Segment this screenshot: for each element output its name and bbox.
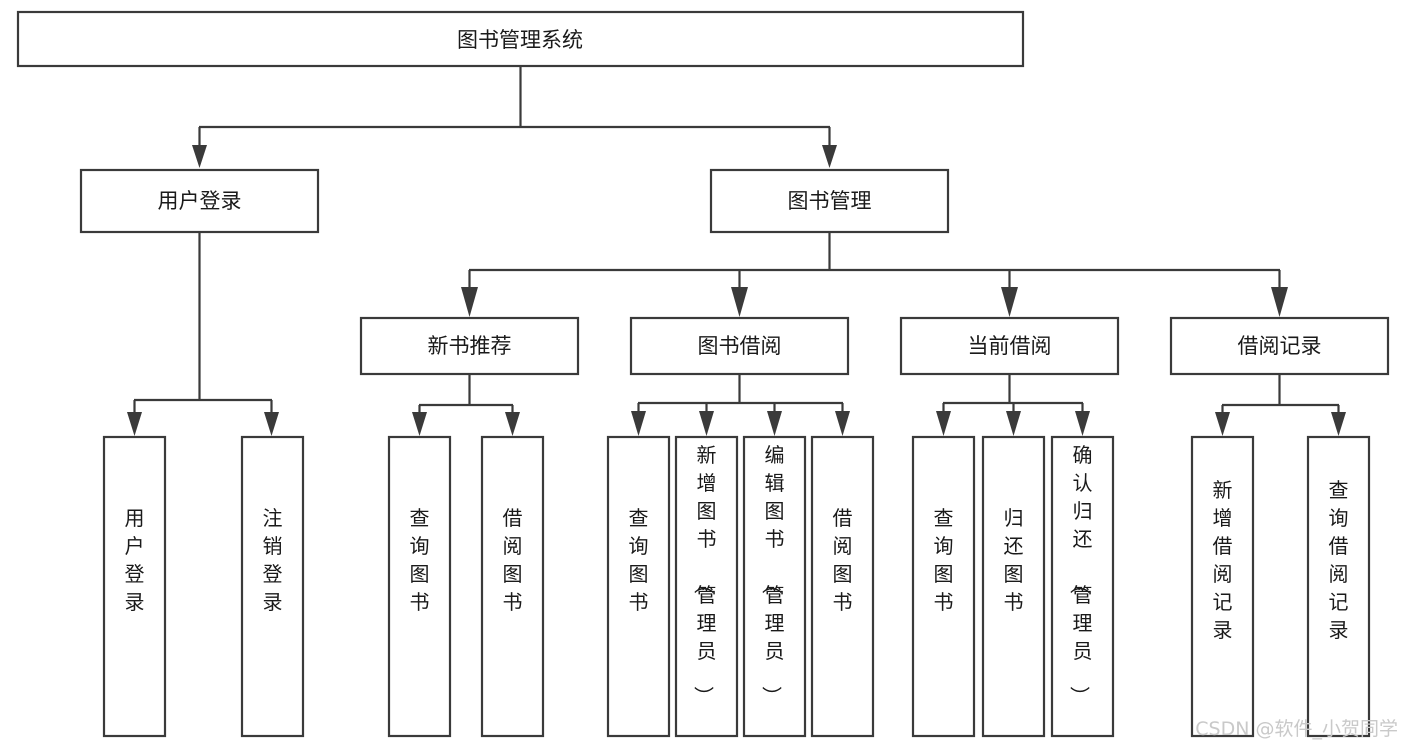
- node-borrow-record[interactable]: 借阅记录: [1169, 316, 1390, 376]
- leaf-return-book-label: 归还图书: [1004, 506, 1024, 614]
- leaf-borrow-book-2-box: [810, 435, 875, 738]
- node-user-login[interactable]: 用户登录: [79, 168, 320, 234]
- arrow-to-leaf-query-record: [1331, 412, 1346, 436]
- leaf-query-book-3[interactable]: 查询图书: [911, 435, 976, 738]
- leaf-query-book-1-box: [387, 435, 452, 738]
- leaf-borrow-book-2-label: 借阅图书: [833, 506, 853, 614]
- leaf-add-book-label: 新增图书（管理员）: [692, 443, 717, 706]
- borrow-record-label: 借阅记录: [1238, 334, 1322, 358]
- root-label: 图书管理系统: [457, 28, 583, 52]
- leaf-user-logout[interactable]: 注销登录: [240, 435, 305, 738]
- leaf-add-record[interactable]: 新增借阅记录: [1190, 435, 1255, 738]
- leaf-add-record-box: [1190, 435, 1255, 738]
- current-borrow-label: 当前借阅: [968, 334, 1052, 358]
- arrow-to-leaf-query-book-3: [936, 411, 951, 436]
- leaf-query-book-2[interactable]: 查询图书: [606, 435, 671, 738]
- book-borrow-box: [629, 316, 850, 376]
- leaf-query-record-box: [1306, 435, 1371, 738]
- book-borrow-label: 图书借阅: [698, 334, 782, 358]
- arrow-to-leaf-confirm-return: [1075, 411, 1090, 436]
- current-borrow-box: [899, 316, 1120, 376]
- new-book-recommend-box: [359, 316, 580, 376]
- leaf-query-book-2-box: [606, 435, 671, 738]
- leaf-query-record-label: 查询借阅记录: [1329, 478, 1349, 642]
- leaf-borrow-book-1-box: [480, 435, 545, 738]
- user-login-label: 用户登录: [158, 189, 242, 213]
- arrow-to-user-login: [192, 145, 207, 168]
- leaf-query-book-2-label: 查询图书: [629, 506, 649, 614]
- leaf-return-book[interactable]: 归还图书: [981, 435, 1046, 738]
- arrow-to-leaf-user-logout: [264, 412, 279, 436]
- book-management-label: 图书管理: [788, 189, 872, 213]
- new-book-recommend-label: 新书推荐: [428, 334, 512, 358]
- leaf-user-login-label: 用户登录: [125, 506, 145, 614]
- node-root[interactable]: 图书管理系统: [16, 10, 1025, 68]
- arrow-to-leaf-edit-book: [767, 411, 782, 436]
- leaf-user-logout-label: 注销登录: [263, 506, 283, 614]
- arrow-to-leaf-add-record: [1215, 412, 1230, 436]
- arrow-to-current-borrow: [1001, 287, 1018, 317]
- leaf-user-logout-box: [240, 435, 305, 738]
- leaf-user-login[interactable]: 用户登录: [102, 435, 167, 738]
- leaf-confirm-return[interactable]: 确认归还（管理员）: [1050, 435, 1115, 738]
- arrow-to-new-book-recommend: [461, 287, 478, 317]
- node-current-borrow[interactable]: 当前借阅: [899, 316, 1120, 376]
- arrow-to-book-borrow: [731, 287, 748, 317]
- book-management-box: [709, 168, 950, 234]
- arrow-to-book-management: [822, 145, 837, 168]
- leaf-confirm-return-label: 确认归还（管理员）: [1068, 443, 1093, 706]
- arrow-to-leaf-query-book-2: [631, 411, 646, 436]
- leaf-query-book-3-box: [911, 435, 976, 738]
- arrow-to-borrow-record: [1271, 287, 1288, 317]
- leaf-borrow-book-2[interactable]: 借阅图书: [810, 435, 875, 738]
- leaf-query-book-1[interactable]: 查询图书: [387, 435, 452, 738]
- leaf-query-record[interactable]: 查询借阅记录: [1306, 435, 1371, 738]
- csdn-watermark: CSDN @软件_小贺同学: [1195, 718, 1398, 740]
- node-book-management[interactable]: 图书管理: [709, 168, 950, 234]
- arrow-to-leaf-borrow-book-1: [505, 412, 520, 436]
- leaf-edit-book-label: 编辑图书（管理员）: [760, 443, 785, 706]
- leaf-add-record-label: 新增借阅记录: [1213, 478, 1233, 642]
- leaf-borrow-book-1[interactable]: 借阅图书: [480, 435, 545, 738]
- leaf-borrow-book-1-label: 借阅图书: [503, 506, 523, 614]
- arrow-to-leaf-user-login: [127, 412, 142, 436]
- node-book-borrow[interactable]: 图书借阅: [629, 316, 850, 376]
- leaf-confirm-return-box: [1050, 435, 1115, 738]
- leaf-query-book-3-label: 查询图书: [934, 506, 954, 614]
- leaf-user-login-box: [102, 435, 167, 738]
- root-box: [16, 10, 1025, 68]
- leaf-add-book-box: [674, 435, 739, 738]
- arrow-to-leaf-return-book: [1006, 411, 1021, 436]
- arrow-to-leaf-add-book: [699, 411, 714, 436]
- leaf-add-book[interactable]: 新增图书（管理员）: [674, 435, 739, 738]
- arrow-to-leaf-borrow-book-2: [835, 411, 850, 436]
- leaf-query-book-1-label: 查询图书: [410, 506, 430, 614]
- leaf-edit-book[interactable]: 编辑图书（管理员）: [742, 435, 807, 738]
- leaf-return-book-box: [981, 435, 1046, 738]
- leaf-edit-book-box: [742, 435, 807, 738]
- arrow-to-leaf-query-book-1: [412, 412, 427, 436]
- borrow-record-box: [1169, 316, 1390, 376]
- node-new-book-recommend[interactable]: 新书推荐: [359, 316, 580, 376]
